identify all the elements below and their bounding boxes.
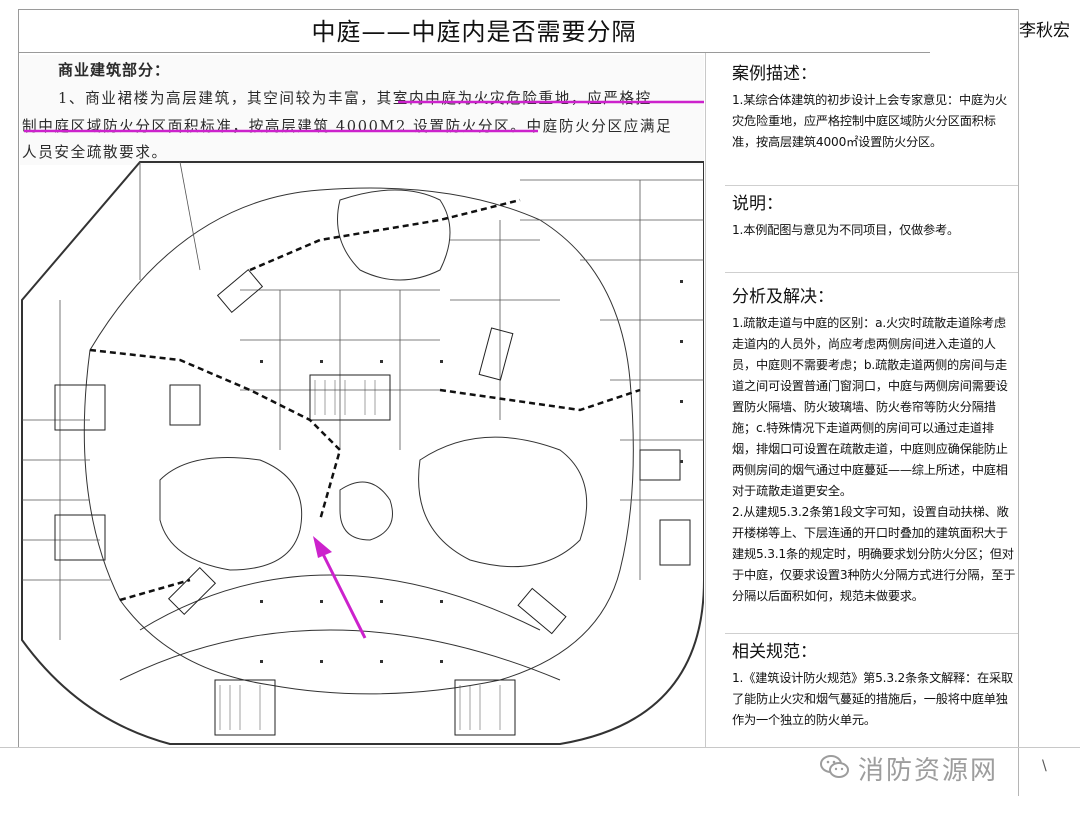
floor-plan-drawing bbox=[21, 161, 704, 745]
section-divider bbox=[725, 272, 1018, 273]
excerpt-line: 人员安全疏散要求。 bbox=[22, 144, 168, 161]
page-title: 中庭——中庭内是否需要分隔 bbox=[311, 18, 637, 46]
scanned-excerpt: 商业建筑部分： 1、商业裙楼为高层建筑，其空间较为丰富，其室内中庭为火灾危险重地… bbox=[20, 55, 704, 165]
section-body: 1.本例配图与意见为不同项目，仅做参考。 bbox=[732, 223, 960, 237]
section-body: 1.某综合体建筑的初步设计上会专家意见：中庭为火灾危险重地，应严格控制中庭区域防… bbox=[732, 93, 1007, 149]
atrium-void bbox=[337, 189, 451, 281]
highlight-underlines bbox=[24, 100, 704, 133]
excerpt-heading: 商业建筑部分： bbox=[58, 61, 171, 79]
atrium-void bbox=[339, 481, 393, 541]
interior-walls bbox=[22, 161, 704, 640]
stair-treads bbox=[219, 380, 501, 730]
watermark-text: 消防资源网 bbox=[858, 756, 999, 786]
author-name: 李秋宏 bbox=[1019, 21, 1070, 41]
section-body: 1.《建筑设计防火规范》第5.3.2条条文解释：在采取了能防止火灾和烟气蔓延的措… bbox=[732, 671, 1013, 727]
plaza-curve bbox=[119, 629, 561, 681]
fire-partition-line bbox=[89, 198, 641, 602]
atrium-void bbox=[159, 457, 303, 571]
related-code-section: 相关规范： 1.《建筑设计防火规范》第5.3.2条条文解释：在采取了能防止火灾和… bbox=[732, 640, 1016, 731]
section-divider bbox=[725, 633, 1018, 634]
highlight-arrow bbox=[313, 536, 367, 639]
column-grid bbox=[260, 280, 683, 663]
panel-divider bbox=[705, 53, 706, 748]
analysis-section: 分析及解决： 1.疏散走道与中庭的区别：a.火灾时疏散走道除考虑走道内的人员外，… bbox=[732, 285, 1016, 607]
stair-core bbox=[54, 374, 691, 736]
section-heading: 案例描述： bbox=[732, 64, 817, 84]
wechat-icon bbox=[820, 755, 849, 778]
atrium-void bbox=[418, 436, 588, 568]
section-body-2: 2.从建规5.3.2条第1段文字可知，设置自动扶梯、敞开楼梯等上、下层连通的开口… bbox=[732, 505, 1016, 603]
corridor-boundary bbox=[83, 187, 634, 695]
title-divider bbox=[18, 52, 930, 53]
section-heading: 相关规范： bbox=[732, 642, 817, 662]
building-outline bbox=[21, 161, 704, 745]
note-section: 说明： 1.本例配图与意见为不同项目，仅做参考。 bbox=[732, 192, 1016, 241]
plaza-curve bbox=[139, 574, 541, 631]
section-heading: 分析及解决： bbox=[732, 287, 834, 307]
escalator bbox=[167, 269, 567, 635]
case-description-section: 案例描述： 1.某综合体建筑的初步设计上会专家意见：中庭为火灾危险重地，应严格控… bbox=[732, 62, 1016, 153]
right-divider bbox=[1018, 9, 1019, 796]
bottom-divider bbox=[0, 747, 1080, 748]
section-divider bbox=[725, 185, 1018, 186]
section-heading: 说明： bbox=[732, 194, 783, 214]
section-body: 1.疏散走道与中庭的区别：a.火灾时疏散走道除考虑走道内的人员外，尚应考虑两侧房… bbox=[732, 316, 1008, 498]
watermark-edge-mark: \ bbox=[1042, 758, 1047, 774]
